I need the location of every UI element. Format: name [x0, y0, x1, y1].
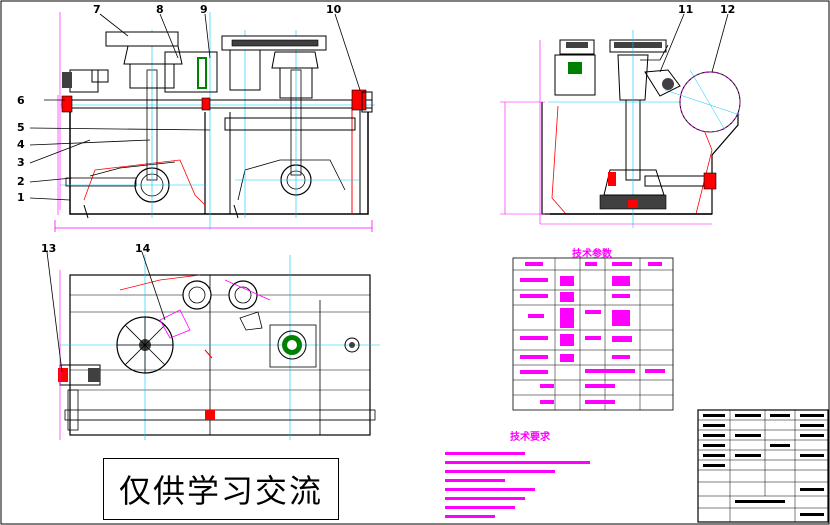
callout-4: 4 — [17, 138, 25, 151]
title-block — [697, 409, 829, 523]
parameter-table-title: 技术参数 — [572, 249, 612, 260]
watermark-box: 仅供学习交流 — [103, 458, 339, 520]
plan-view — [58, 255, 380, 440]
technical-requirements-title: 技术要求 — [510, 432, 550, 443]
callout-14: 14 — [135, 242, 151, 255]
callout-6: 6 — [17, 94, 25, 107]
front-view-tank-body — [69, 112, 369, 215]
front-view-cover-plate — [105, 31, 179, 47]
side-view — [500, 30, 741, 228]
callout-1: 1 — [17, 191, 25, 204]
leader-lines — [29, 13, 729, 373]
callout-10: 10 — [326, 3, 342, 16]
callout-3: 3 — [17, 156, 25, 169]
callout-12: 12 — [720, 3, 736, 16]
callout-9: 9 — [200, 3, 208, 16]
callout-7: 7 — [93, 3, 101, 16]
callout-5: 5 — [17, 121, 25, 134]
callout-2: 2 — [17, 175, 25, 188]
watermark-text: 仅供学习交流 — [118, 472, 323, 510]
technical-requirements — [445, 452, 590, 518]
front-view — [54, 12, 375, 232]
parameter-table — [512, 257, 674, 411]
callout-13: 13 — [41, 242, 57, 255]
callout-8: 8 — [156, 3, 164, 16]
callout-11: 11 — [678, 3, 694, 16]
